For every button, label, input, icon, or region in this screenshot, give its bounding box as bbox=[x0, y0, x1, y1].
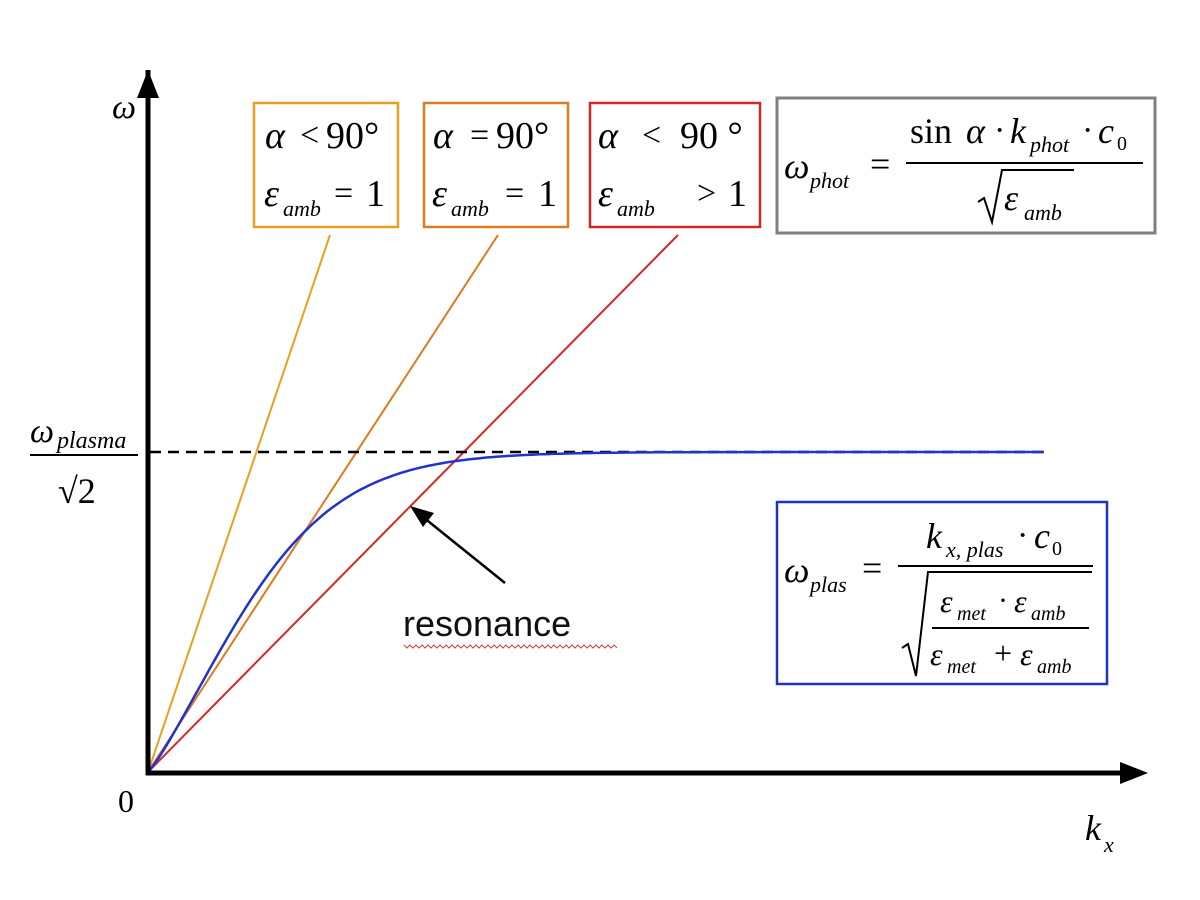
box-3-eps-relation: > bbox=[697, 175, 716, 212]
light-line-alpha-lt-90 bbox=[147, 234, 331, 773]
plas-inner-den-eps2-sub: amb bbox=[1037, 656, 1071, 678]
plas-equals: = bbox=[862, 548, 882, 588]
plasma-denominator: √2 bbox=[58, 471, 96, 511]
box-2-eps: ε bbox=[432, 173, 447, 215]
plasma-omega: ω bbox=[30, 413, 54, 450]
plas-num-c: c bbox=[1034, 516, 1050, 556]
box-1-eps-relation: = bbox=[334, 175, 353, 212]
resonance-spellcheck-underline bbox=[403, 644, 618, 649]
light-line-eps-gt-1 bbox=[147, 234, 679, 773]
box-2-relation: = bbox=[470, 117, 489, 154]
box-1-angle: 90° bbox=[326, 115, 379, 157]
phot-num-alpha: α bbox=[966, 111, 986, 151]
phot-num-c: c bbox=[1098, 111, 1114, 151]
box-1-relation: < bbox=[300, 117, 319, 154]
box-2-angle: 90° bbox=[496, 115, 549, 157]
phot-sqrt-sign bbox=[977, 169, 1074, 226]
box-2-alpha: α bbox=[433, 115, 454, 157]
y-axis-label: ω bbox=[112, 89, 136, 126]
box-3-eps-sub: amb bbox=[617, 196, 655, 221]
plas-lhs-sub: plas bbox=[808, 572, 847, 597]
plas-inner-den-eps1-sub: met bbox=[947, 656, 976, 678]
plasmon-dispersion-curve bbox=[147, 450, 1044, 773]
formula-photon-frame bbox=[775, 96, 1157, 235]
plas-num-c-sub: 0 bbox=[1052, 538, 1062, 560]
x-axis-label-main: k bbox=[1085, 808, 1102, 848]
x-axis-label: k x bbox=[1085, 808, 1114, 857]
phot-num-c-sub: 0 bbox=[1117, 133, 1127, 155]
plas-inner-den-plus: + bbox=[994, 635, 1012, 671]
box-3-angle: 90 ° bbox=[680, 115, 743, 157]
light-line-alpha-eq-90 bbox=[147, 234, 499, 773]
resonance-arrow bbox=[417, 512, 506, 584]
condition-box-1-frame bbox=[252, 101, 400, 229]
formula-plasmon-frame bbox=[775, 500, 1109, 686]
box-3-alpha: α bbox=[598, 115, 619, 157]
plasma-level-label: ω plasma √2 bbox=[30, 413, 138, 511]
box-1-eps-sub: amb bbox=[283, 196, 321, 221]
box-3-relation: < bbox=[642, 117, 661, 154]
plasma-omega-sub: plasma bbox=[55, 428, 126, 454]
condition-box-alpha-eq-90: α = 90° ε amb = 1 bbox=[422, 101, 570, 229]
plas-inner-num-dot: · bbox=[998, 584, 1008, 617]
plas-num-k: k bbox=[926, 516, 943, 556]
plas-inner-num-eps2-sub: amb bbox=[1031, 603, 1065, 625]
resonance-arrowhead bbox=[410, 506, 434, 527]
box-1-eps: ε bbox=[264, 173, 279, 215]
plas-inner-num-eps1-sub: met bbox=[957, 603, 986, 625]
phot-num-dot-2: · bbox=[1082, 112, 1093, 149]
box-2-eps-sub: amb bbox=[451, 196, 489, 221]
box-3-eps-value: 1 bbox=[728, 173, 747, 215]
plas-num-k-sub: x, plas bbox=[945, 537, 1003, 562]
phot-lhs: ω bbox=[784, 146, 809, 186]
condition-box-eps-gt-1: α < 90 ° ε amb > 1 bbox=[588, 101, 762, 229]
box-3-eps: ε bbox=[598, 173, 613, 215]
phot-num-dot-1: · bbox=[994, 112, 1005, 149]
phot-den-eps-sub: amb bbox=[1024, 200, 1062, 225]
resonance-label: resonance bbox=[403, 603, 571, 644]
box-2-eps-value: 1 bbox=[538, 173, 557, 215]
plas-lhs: ω bbox=[784, 550, 809, 590]
y-axis-arrowhead bbox=[137, 70, 159, 98]
condition-box-alpha-lt-90: α < 90° ε amb = 1 bbox=[252, 101, 400, 229]
plas-inner-num-eps2: ε bbox=[1014, 583, 1027, 619]
phot-den-eps: ε bbox=[1004, 178, 1019, 218]
phot-equals: = bbox=[870, 144, 890, 184]
condition-box-3-frame bbox=[588, 101, 762, 229]
plas-num-dot: · bbox=[1017, 517, 1028, 554]
phot-lhs-sub: phot bbox=[808, 168, 850, 193]
box-1-eps-value: 1 bbox=[366, 173, 385, 215]
phot-num-sin: sin bbox=[910, 111, 952, 151]
origin-label: 0 bbox=[118, 783, 134, 819]
box-2-eps-relation: = bbox=[505, 175, 524, 212]
condition-box-2-frame bbox=[422, 101, 570, 229]
box-1-alpha: α bbox=[265, 115, 286, 157]
formula-plasmon: ω plas = k x, plas · c 0 ε met · ε amb ε… bbox=[775, 500, 1109, 686]
phot-num-k-sub: phot bbox=[1028, 132, 1070, 157]
x-axis-arrowhead bbox=[1120, 762, 1148, 784]
plas-inner-num-eps1: ε bbox=[940, 583, 953, 619]
plas-inner-den-eps2: ε bbox=[1020, 636, 1033, 672]
phot-num-k: k bbox=[1010, 111, 1027, 151]
plas-sqrt-sign bbox=[901, 571, 1092, 677]
x-axis-label-sub: x bbox=[1103, 832, 1114, 857]
plas-inner-den-eps1: ε bbox=[930, 636, 943, 672]
formula-photon: ω phot = sin α · k phot · c 0 ε amb bbox=[775, 96, 1157, 235]
